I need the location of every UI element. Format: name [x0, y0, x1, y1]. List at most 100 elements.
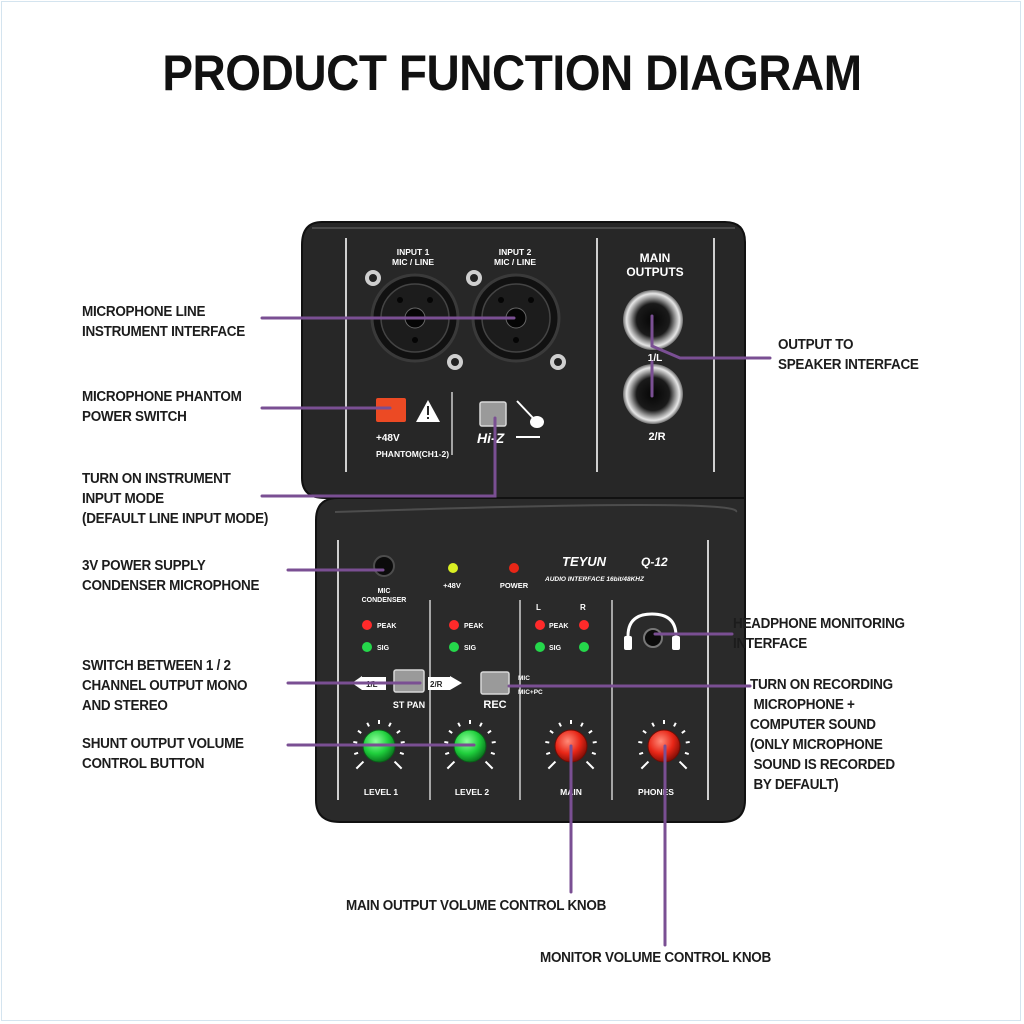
knob-tick: [549, 729, 554, 734]
annotation-mic-line: MICROPHONE LINE INSTRUMENT INTERFACE: [82, 304, 245, 340]
brand-label: TEYUN: [562, 554, 607, 569]
phantom-led: [448, 563, 458, 573]
mic-condenser-label-2: CONDENSER: [362, 597, 407, 604]
level-1-label: LEVEL 1: [364, 787, 399, 797]
main-outputs-label-2: OUTPUTS: [626, 265, 683, 279]
knob-tick: [393, 760, 403, 770]
st-2r-label: 2/R: [430, 680, 443, 689]
knob-tick: [684, 751, 690, 755]
rec-switch[interactable]: [480, 671, 510, 695]
callout-lines: [260, 314, 772, 947]
main-r-label: R: [580, 603, 586, 612]
knob-tick: [638, 751, 644, 755]
knob-tick: [400, 740, 405, 744]
channel-2-meter-leds: [449, 620, 459, 652]
power-led: [509, 563, 519, 573]
st-pan-switch[interactable]: [393, 669, 425, 693]
ch1-peak-label: PEAK: [377, 623, 396, 630]
main-peak-label: PEAK: [549, 623, 568, 630]
knob-tick: [366, 722, 370, 727]
annotation-output-speaker: OUTPUT TO SPEAKER INTERFACE: [778, 337, 919, 373]
ch2-sig-label: SIG: [464, 645, 477, 652]
callout-output-speaker: [650, 314, 772, 360]
knob-tick: [355, 760, 365, 770]
knob-tick: [685, 740, 690, 744]
mic-condenser-label-1: MIC: [378, 588, 391, 595]
st-pan-label: ST PAN: [393, 700, 425, 710]
knob-tick: [545, 740, 550, 744]
knob-tick: [678, 760, 688, 770]
knob-tick: [353, 751, 359, 755]
knob-tick: [673, 722, 677, 727]
phantom-power-switch[interactable]: [376, 398, 406, 422]
knob-tick: [491, 740, 496, 744]
hi-z-switch[interactable]: [479, 401, 507, 427]
diagram-title: PRODUCT FUNCTION DIAGRAM: [162, 45, 862, 101]
led-power-label: POWER: [500, 581, 529, 590]
knob-tick: [588, 729, 593, 734]
knob-tick: [592, 740, 597, 744]
rec-label: REC: [483, 699, 506, 711]
annotation-recording: TURN ON RECORDING MICROPHONE + COMPUTER …: [750, 677, 895, 793]
knob-tick: [487, 729, 492, 734]
annotation-shunt: SHUNT OUTPUT VOLUME CONTROL BUTTON: [82, 736, 244, 772]
annotation-monitor-knob: MONITOR VOLUME CONTROL KNOB: [540, 950, 771, 966]
device-bottom-section: [315, 497, 746, 823]
annotation-headphone: HEADPHONE MONITORING INTERFACE: [733, 616, 905, 652]
channel-1-meter-leds: [362, 620, 372, 652]
level-2-label: LEVEL 2: [455, 787, 490, 797]
knob-tick: [547, 760, 557, 770]
knob-tick: [448, 729, 453, 734]
knob-tick: [444, 740, 449, 744]
rec-micpc-label: MIC+PC: [518, 689, 543, 696]
output-right-label: 2/R: [648, 431, 665, 443]
combo-jack-input-2[interactable]: [466, 270, 566, 370]
main-l-label: L: [536, 603, 541, 612]
knob-tick: [490, 751, 496, 755]
input-2-label: INPUT 2: [499, 247, 532, 257]
ch1-sig-label: SIG: [377, 645, 390, 652]
main-outputs-label-1: MAIN: [640, 251, 671, 265]
knob-tick: [545, 751, 551, 755]
phones-knob-label: PHONES: [638, 787, 674, 797]
plus48v-label: +48V: [376, 433, 400, 444]
phantom-label: PHANTOM(CH1-2): [376, 449, 449, 459]
knob-tick: [353, 740, 358, 744]
knob-tick: [446, 760, 456, 770]
annotation-mono-stereo: SWITCH BETWEEN 1 / 2 CHANNEL OUTPUT MONO…: [82, 658, 248, 714]
model-label: Q-12: [641, 555, 668, 569]
hi-z-label: Hi-Z: [477, 430, 505, 446]
knob-tick: [580, 722, 584, 727]
knob-tick: [457, 722, 461, 727]
knob-tick: [479, 722, 483, 727]
knob-tick: [484, 760, 494, 770]
knob-tick: [638, 740, 643, 744]
annotation-3v-power: 3V POWER SUPPLY CONDENSER MICROPHONE: [82, 558, 260, 594]
main-meter-leds: [535, 620, 589, 652]
output-left-label: 1/L: [648, 353, 662, 364]
knob-tick: [444, 751, 450, 755]
knob-tick: [591, 751, 597, 755]
knob-tick: [558, 722, 562, 727]
knob-tick: [388, 722, 392, 727]
callout-instrument: [260, 416, 497, 498]
knob-scale-ticks: [353, 720, 690, 770]
input-1-sublabel: MIC / LINE: [392, 257, 434, 267]
knob-tick: [396, 729, 401, 734]
knob-tick: [681, 729, 686, 734]
knob-tick: [585, 760, 595, 770]
annotation-instrument: TURN ON INSTRUMENT INPUT MODE (DEFAULT L…: [82, 471, 269, 527]
rec-mic-label: MIC: [518, 675, 530, 682]
device-subtitle: AUDIO INTERFACE 16bit/48KHZ: [544, 576, 645, 583]
knob-tick: [357, 729, 362, 734]
guitar-icon: [516, 400, 544, 438]
mic-condenser-jack[interactable]: [373, 555, 395, 577]
ch2-peak-label: PEAK: [464, 623, 483, 630]
main-sig-label: SIG: [549, 645, 562, 652]
annotation-phantom: MICROPHONE PHANTOM POWER SWITCH: [82, 389, 242, 425]
knob-tick: [642, 729, 647, 734]
led-48v-label: +48V: [443, 581, 461, 590]
knob-tick: [640, 760, 650, 770]
